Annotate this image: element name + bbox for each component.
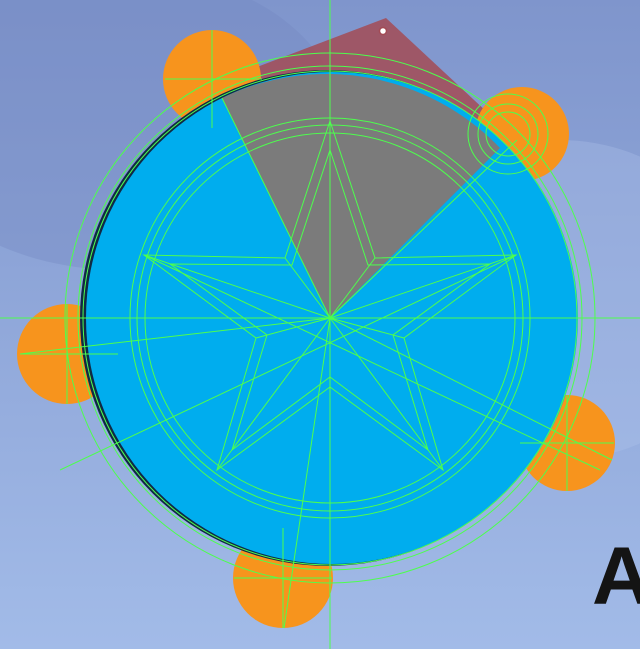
construction-line: [59, 254, 517, 471]
knob-guide-ring: [467, 93, 549, 175]
star-spoke: [284, 257, 331, 319]
knob-guide-ring: [485, 111, 531, 157]
construction-line: [329, 317, 613, 461]
star-spoke: [255, 317, 331, 339]
guide-circle: [82, 70, 578, 566]
wedge-edge-guide: [329, 139, 518, 319]
knob-guide-ring: [477, 103, 539, 165]
star-spoke: [329, 257, 376, 319]
corner-text: A: [592, 531, 640, 622]
star-spoke: [216, 317, 331, 471]
drag-handle-icon[interactable]: [378, 26, 388, 36]
construction-line: [143, 254, 601, 471]
star-spoke: [329, 254, 517, 319]
gray-wedge[interactable]: [222, 73, 500, 318]
construction-line: [283, 317, 331, 629]
guide-circle-outer: [64, 52, 596, 584]
star-spoke: [329, 317, 444, 471]
star-spoke: [329, 317, 405, 339]
guide-circle: [77, 65, 583, 571]
wedge-edge-guide: [221, 97, 331, 319]
guide-circle-inner: [129, 117, 531, 519]
star-spoke: [143, 254, 331, 319]
construction-line: [19, 317, 331, 355]
